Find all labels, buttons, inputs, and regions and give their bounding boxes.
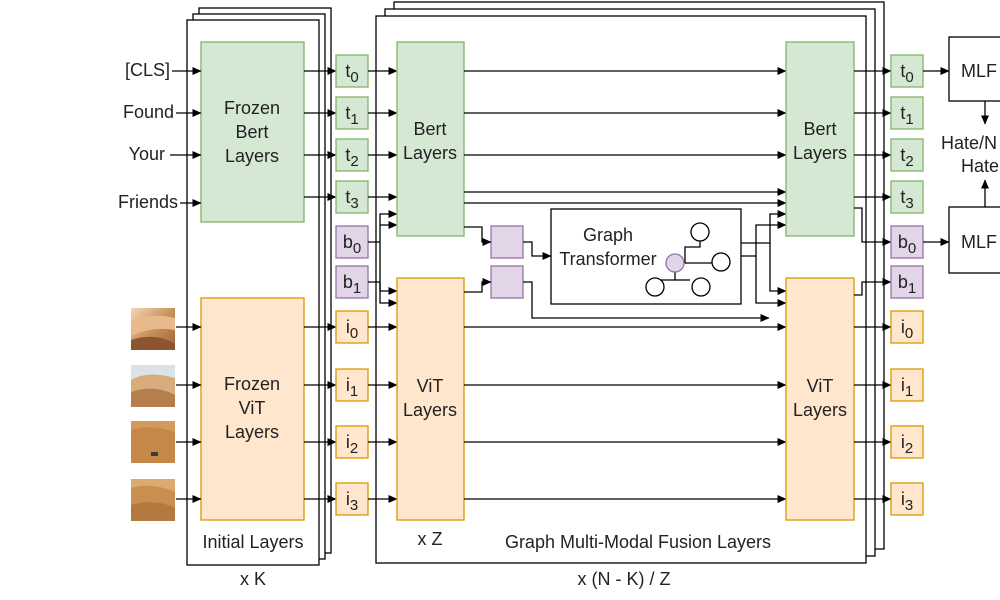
token-i3 (335, 482, 369, 516)
out-token-label-i0: i0 (901, 317, 913, 342)
out-token-i3 (890, 482, 924, 516)
tokens-to-fusion-arrows (368, 67, 398, 503)
input-word-cls: [CLS] (125, 60, 170, 80)
output-label-line-1: Hate/N (941, 133, 997, 153)
token-label-t2: t2 (345, 145, 358, 170)
mlp-head-top (948, 36, 1000, 102)
token-label-b1: b1 (343, 272, 361, 297)
output-label-line-2: Hate (961, 156, 999, 176)
graph-label-2: Transformer (559, 249, 656, 269)
fusion-repeat-label: x (N - K) / Z (578, 569, 671, 589)
out-token-label-b1: b1 (898, 272, 916, 297)
token-t1 (335, 96, 369, 130)
token-t2 (335, 138, 369, 172)
frozen-bert-label-1: Frozen (224, 98, 280, 118)
token-column-left (335, 54, 369, 516)
token-column-right (890, 54, 924, 516)
out-token-i1 (890, 368, 924, 402)
out-token-b1 (890, 265, 924, 299)
token-label-i1: i1 (346, 375, 358, 400)
fusion-caption: Graph Multi-Modal Fusion Layers (505, 532, 771, 552)
token-label-b0: b0 (343, 232, 361, 257)
token-t0 (335, 54, 369, 88)
token-t3 (335, 180, 369, 214)
desert-image-3 (131, 421, 175, 463)
text-inputs: [CLS] Found Your Friends (118, 60, 202, 212)
input-word-friends: Friends (118, 192, 178, 212)
image-inputs (131, 308, 202, 521)
token-i0 (335, 310, 369, 344)
out-token-i2 (890, 425, 924, 459)
bert-right-label-2: Layers (793, 143, 847, 163)
graph-to-right-arrows (741, 210, 787, 307)
initial-repeat-label: x K (240, 569, 266, 589)
token-label-i0: i0 (346, 317, 358, 342)
out-token-i0 (890, 310, 924, 344)
vit-right-label-2: Layers (793, 400, 847, 420)
out-token-t0 (890, 54, 924, 88)
desert-image-4 (131, 479, 175, 521)
fusion-token-b1 (490, 265, 524, 299)
out-token-t1 (890, 96, 924, 130)
vit-layers-right (785, 277, 855, 521)
input-word-found: Found (123, 102, 174, 122)
out-token-t3 (890, 180, 924, 214)
out-token-label-t0: t0 (900, 61, 913, 86)
desert-image-2 (131, 365, 175, 407)
vit-left-label-1: ViT (417, 376, 444, 396)
frozen-bert-layers (200, 41, 305, 223)
desert-image-1 (131, 308, 175, 350)
out-token-t2 (890, 138, 924, 172)
out-token-label-b0: b0 (898, 232, 916, 257)
token-label-i2: i2 (346, 432, 358, 457)
frozen-vit-label-3: Layers (225, 422, 279, 442)
bert-left-label-1: Bert (413, 119, 446, 139)
out-token-label-i1: i1 (901, 375, 913, 400)
frozen-vit-layers (200, 297, 305, 521)
mlp-head-bottom (948, 206, 1000, 274)
graph-center-node (665, 253, 685, 273)
token-i1 (335, 368, 369, 402)
token-b1 (335, 265, 369, 299)
initial-to-token-arrows (304, 67, 337, 503)
fusion-to-output-arrows (854, 67, 892, 503)
bert-layers-left (396, 41, 465, 237)
fusion-pass-arrows (464, 67, 787, 503)
mlp-top-label: MLF (961, 61, 997, 81)
out-token-label-i3: i3 (901, 489, 913, 514)
vit-right-label-1: ViT (807, 376, 834, 396)
token-label-t1: t1 (345, 103, 358, 128)
inner-repeat-label: x Z (418, 529, 443, 549)
frozen-vit-label-1: Frozen (224, 374, 280, 394)
input-word-your: Your (129, 144, 165, 164)
graph-label-1: Graph (583, 225, 633, 245)
token-label-i3: i3 (346, 489, 358, 514)
frozen-vit-label-2: ViT (239, 398, 266, 418)
bert-left-label-2: Layers (403, 143, 457, 163)
bert-layers-right (785, 41, 855, 237)
vit-left-label-2: Layers (403, 400, 457, 420)
token-i2 (335, 425, 369, 459)
graph-icon (645, 222, 731, 297)
frozen-bert-label-2: Bert (235, 122, 268, 142)
out-token-label-i2: i2 (901, 432, 913, 457)
token-label-t0: t0 (345, 61, 358, 86)
initial-layers-caption: Initial Layers (202, 532, 303, 552)
out-token-label-t1: t1 (900, 103, 913, 128)
vit-layers-left (396, 277, 465, 521)
mlp-bottom-label: MLF (961, 232, 997, 252)
out-token-label-t3: t3 (900, 187, 913, 212)
frozen-bert-label-3: Layers (225, 146, 279, 166)
token-label-t3: t3 (345, 187, 358, 212)
out-token-label-t2: t2 (900, 145, 913, 170)
fusion-token-b0 (490, 225, 524, 259)
bert-right-label-1: Bert (803, 119, 836, 139)
